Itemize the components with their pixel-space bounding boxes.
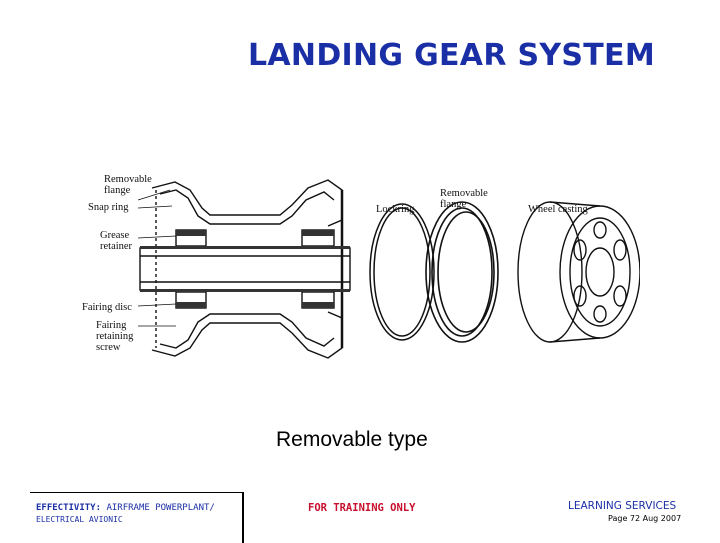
- page-title: LANDING GEAR SYSTEM: [248, 38, 656, 73]
- page-info: Page 72 Aug 2007: [608, 514, 682, 523]
- effectivity-line: EFFECTIVITY: AIRFRAME POWERPLANT/: [36, 503, 215, 513]
- lockring-drawing: [369, 203, 435, 341]
- effectivity-value: AIRFRAME POWERPLANT/: [106, 503, 215, 513]
- footer-effectivity-box: [30, 492, 244, 543]
- wheel-diagram: Removable flange Snap ring Grease retain…: [80, 160, 640, 380]
- label-wheel-casting: Wheel casting: [528, 204, 588, 215]
- label-grease-retainer: Grease retainer: [100, 230, 133, 252]
- wheel-drawing: [137, 179, 640, 359]
- removable-flange-drawing: [425, 201, 499, 343]
- training-notice: FOR TRAINING ONLY: [308, 502, 416, 514]
- hub-hatching: [140, 230, 350, 308]
- leader-lines: [137, 189, 177, 327]
- hub-cross-section: [139, 179, 351, 359]
- label-lockring: Lockring: [376, 204, 415, 215]
- effectivity-line-2: ELECTRICAL AVIONIC: [36, 515, 123, 524]
- learning-services: LEARNING SERVICES: [568, 500, 677, 512]
- effectivity-label: EFFECTIVITY:: [36, 503, 102, 513]
- wheel-casting-drawing: [517, 201, 640, 343]
- label-fairing-disc: Fairing disc: [82, 302, 132, 313]
- label-removable-flange-right: Removable flange: [440, 188, 488, 210]
- label-removable-flange-left: Removable flange: [104, 174, 152, 196]
- figure-caption: Removable type: [276, 428, 428, 451]
- label-fairing-retaining-screw: Fairing retaining screw: [96, 320, 134, 353]
- label-snap-ring: Snap ring: [88, 202, 129, 213]
